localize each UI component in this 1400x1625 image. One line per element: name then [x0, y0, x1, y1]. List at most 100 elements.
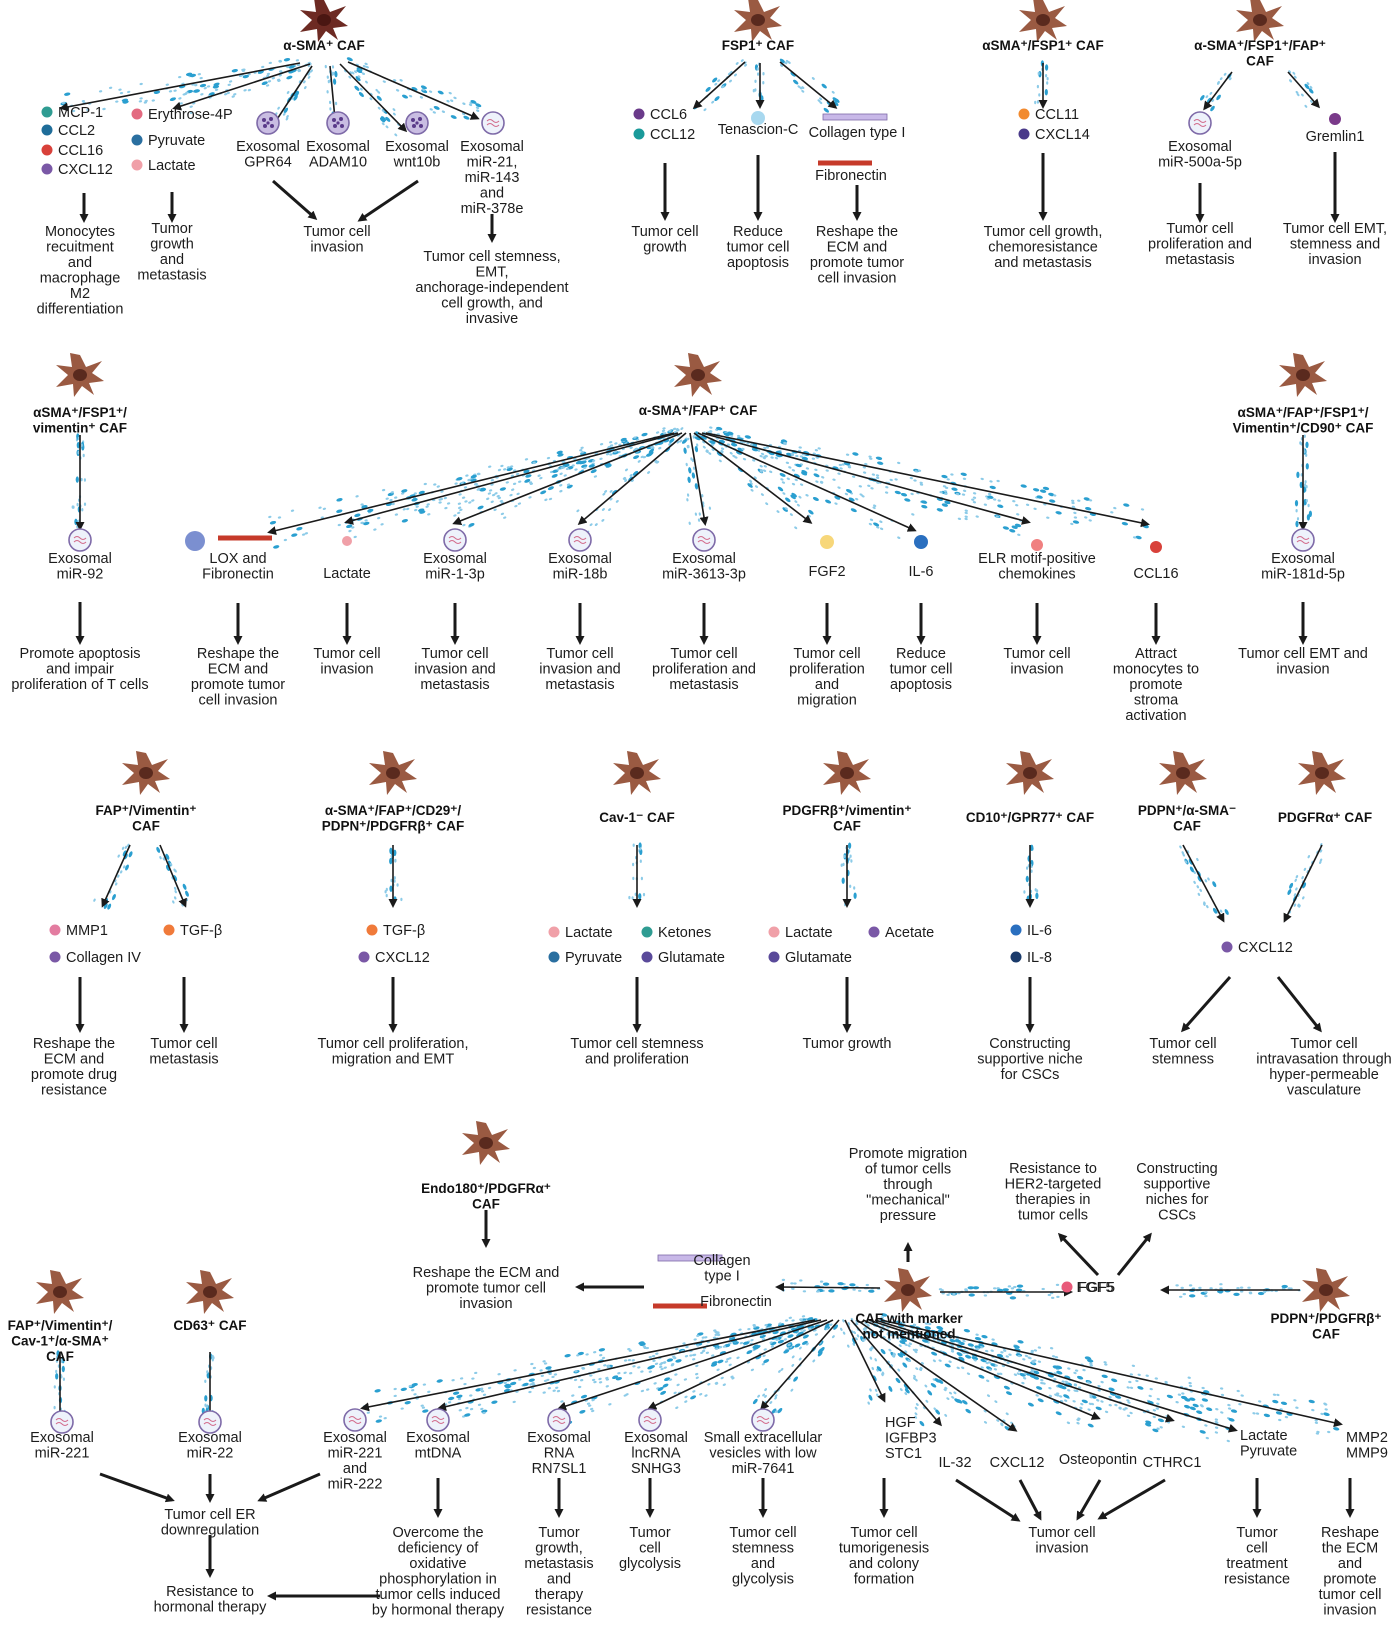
node-label: invasion	[1035, 1541, 1088, 1557]
secretion-dot	[189, 111, 194, 114]
arrow	[101, 844, 131, 908]
node-label: promote tumor cell	[426, 1281, 546, 1297]
secretion-dot	[1033, 1349, 1038, 1352]
secretion-dot	[786, 477, 790, 481]
secretion-dot	[482, 1411, 486, 1415]
secretion-dot	[1087, 1423, 1094, 1428]
secretion-dot	[390, 878, 393, 883]
secretion-dot	[490, 500, 494, 504]
secretion-dot	[764, 1388, 767, 1392]
secretion-dot	[503, 1381, 507, 1385]
node-label: HER2-targeted	[1005, 1177, 1102, 1193]
secretion-dot	[497, 468, 502, 472]
secretion-dot	[904, 498, 911, 502]
secretion-dot	[1070, 522, 1074, 526]
secretion-dot	[648, 1365, 655, 1369]
secretion-dot	[438, 498, 442, 501]
node-label: Tumor cell	[546, 646, 613, 662]
secretion-dot	[983, 503, 988, 506]
secretion-dot	[199, 76, 203, 80]
secretion-dot	[868, 1330, 872, 1334]
secretion-dot	[400, 1387, 407, 1391]
secretion-dot	[124, 845, 128, 849]
secretion-dot	[944, 500, 951, 505]
secretion-dot	[881, 1371, 885, 1375]
secretion-dot	[1296, 471, 1300, 479]
secretion-dot	[1044, 89, 1048, 96]
secretion-dot	[1293, 893, 1297, 897]
secretion-dot	[288, 65, 295, 69]
secretion-dot	[944, 1413, 948, 1417]
secretion-dot	[261, 81, 268, 86]
secretion-dot	[761, 1362, 765, 1366]
secretion-dot	[400, 897, 403, 902]
secretion-dot	[415, 505, 419, 508]
secretion-dot	[956, 1366, 960, 1370]
secretion-dot	[814, 468, 818, 471]
secretion-dot	[874, 1388, 878, 1393]
node-label: supportive niche	[977, 1052, 1083, 1068]
secretion-dot	[556, 468, 560, 471]
legend-item-label: Glutamate	[785, 950, 852, 966]
arrow	[1287, 71, 1320, 109]
node-label: and proliferation	[585, 1052, 689, 1068]
secretion-dot	[1061, 1380, 1065, 1383]
secretion-dot	[566, 483, 571, 486]
secretion-dot	[540, 490, 547, 495]
secretion-dot	[683, 447, 687, 454]
secretion-dot	[900, 1351, 906, 1356]
arrow	[360, 1319, 816, 1412]
secretion-dot	[1296, 93, 1300, 97]
secretion-dot	[548, 497, 553, 501]
secretion-dot	[740, 59, 744, 63]
node-label: Exosomal	[178, 1430, 242, 1446]
secretion-dot	[1033, 507, 1037, 510]
secretion-dot	[173, 896, 177, 900]
secretion-dot	[1046, 81, 1049, 85]
secretion-dot	[303, 86, 307, 90]
secretion-dot	[1304, 104, 1308, 108]
secretion-dot	[443, 496, 448, 500]
secretion-dot	[487, 1386, 492, 1390]
secretion-dot	[714, 96, 720, 102]
secretion-dot	[700, 1351, 704, 1354]
secretion-dot	[920, 1361, 925, 1365]
secretion-dot	[879, 1330, 883, 1334]
node-label: mtDNA	[415, 1446, 462, 1462]
secretion-dot	[880, 1348, 886, 1355]
secretion-dot	[760, 452, 765, 456]
secretion-dot	[456, 1394, 463, 1399]
secretion-dot	[390, 491, 394, 494]
node-label: supportive	[1144, 1177, 1211, 1193]
secretion-dot	[973, 1359, 977, 1362]
secretion-dot	[686, 493, 690, 497]
secretion-dot	[304, 532, 309, 535]
arrow	[344, 432, 679, 525]
secretion-dot	[1077, 1386, 1082, 1389]
secretion-dot	[780, 478, 784, 481]
node-label: CTHRC1	[1143, 1455, 1202, 1471]
secretion-dot	[112, 894, 116, 900]
caf-title: FSP1⁺ CAF	[722, 38, 794, 53]
secretion-dot	[1089, 1394, 1093, 1397]
secretion-dot	[1108, 1395, 1112, 1399]
node-label: Osteopontin	[1059, 1452, 1137, 1468]
caf-title: α-SMA⁺/FAP⁺ CAF	[639, 403, 758, 418]
secretion-dot	[1002, 1288, 1009, 1292]
node-label: IGFBP3	[885, 1431, 937, 1447]
node-label: invasion	[1308, 252, 1361, 268]
node-label: metastasis	[137, 268, 206, 284]
secretion-dot	[479, 487, 486, 492]
secretion-dot	[530, 1362, 534, 1366]
secretion-dot	[469, 1407, 474, 1411]
secretion-dot	[784, 1319, 789, 1322]
secretion-dot	[956, 1399, 963, 1404]
secretion-dot	[389, 885, 393, 892]
node-label: Exosomal	[548, 551, 612, 567]
secretion-dot	[647, 471, 651, 474]
secretion-dot	[517, 502, 522, 505]
molecule-dot-icon	[633, 128, 645, 140]
secretion-dot	[1010, 1287, 1015, 1290]
secretion-dot	[151, 99, 155, 102]
secretion-dot	[791, 492, 797, 498]
